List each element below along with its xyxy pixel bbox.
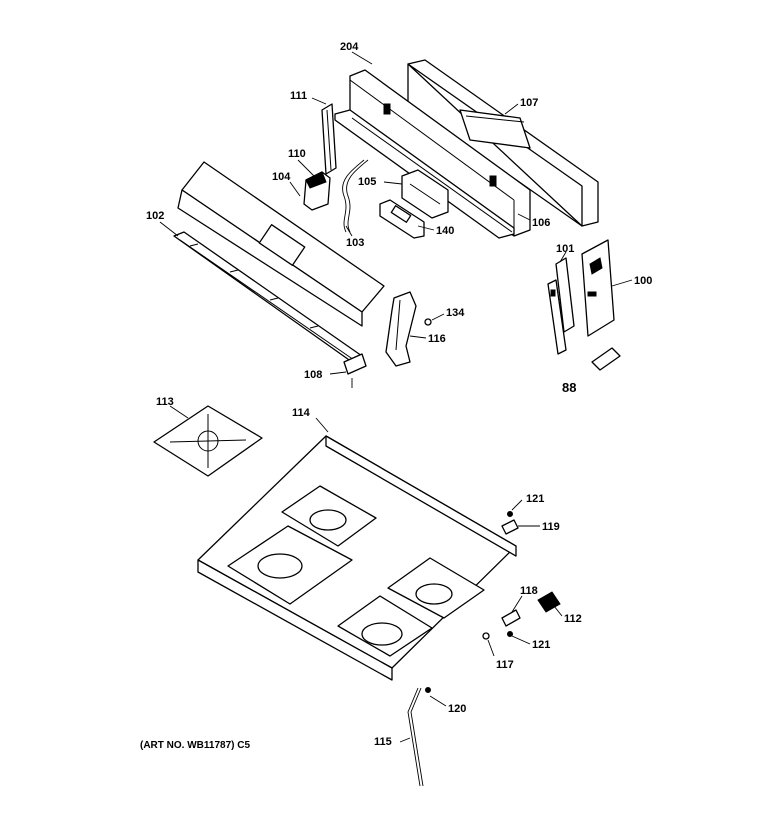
burner-grate-113 [153,405,263,477]
bracket-111 [321,103,337,175]
callout-140: 140 [436,225,454,237]
callout-118: 118 [520,585,538,597]
callout-106: 106 [532,217,550,229]
callout-102: 102 [146,210,164,222]
callout-88: 88 [562,380,576,395]
callout-108: 108 [304,369,322,381]
callout-117: 117 [496,659,514,671]
callout-113: 113 [156,396,174,408]
callout-104: 104 [272,171,291,183]
callout-103: 103 [346,237,364,249]
callout-204: 204 [340,41,359,53]
trim-strip-102 [173,231,363,363]
callout-101: 101 [556,243,574,255]
backsplash-cover-107 [407,59,599,227]
overlay-140 [379,199,425,239]
callout-112: 112 [564,613,582,625]
callout-116: 116 [428,333,446,345]
callout-110: 110 [288,148,306,160]
callout-120: 120 [448,703,466,715]
fastener-121-upper [507,511,513,517]
callout-105: 105 [358,176,376,188]
screw-117 [482,632,490,640]
cooktop-114 [197,435,517,681]
hinge-119 [501,519,519,535]
callout-107: 107 [520,97,538,109]
bracket-101 [547,257,575,355]
clip-108 [343,353,367,375]
spring-120 [425,687,431,693]
screw-134 [424,318,432,326]
switch-110 [303,171,331,211]
control-panel-104 [177,161,385,327]
callout-121-upper: 121 [526,493,544,505]
pin-88 [591,347,621,371]
callout-134: 134 [446,307,465,319]
callout-114: 114 [292,407,311,419]
end-panel-100 [581,239,615,337]
wire-harness-103 [342,159,369,233]
callout-100: 100 [634,275,652,287]
art-number: (ART NO. WB11787) C5 [140,740,250,751]
callout-119: 119 [542,521,560,533]
end-cap-116 [385,291,417,367]
leader-lines [159,51,633,743]
callout-121-lower: 121 [532,639,550,651]
fastener-121-lower [507,631,513,637]
callout-111: 111 [290,90,307,102]
rod-115 [407,687,424,787]
bracket-118 [501,609,521,627]
callout-115: 115 [374,736,392,748]
clock-105 [401,169,449,219]
